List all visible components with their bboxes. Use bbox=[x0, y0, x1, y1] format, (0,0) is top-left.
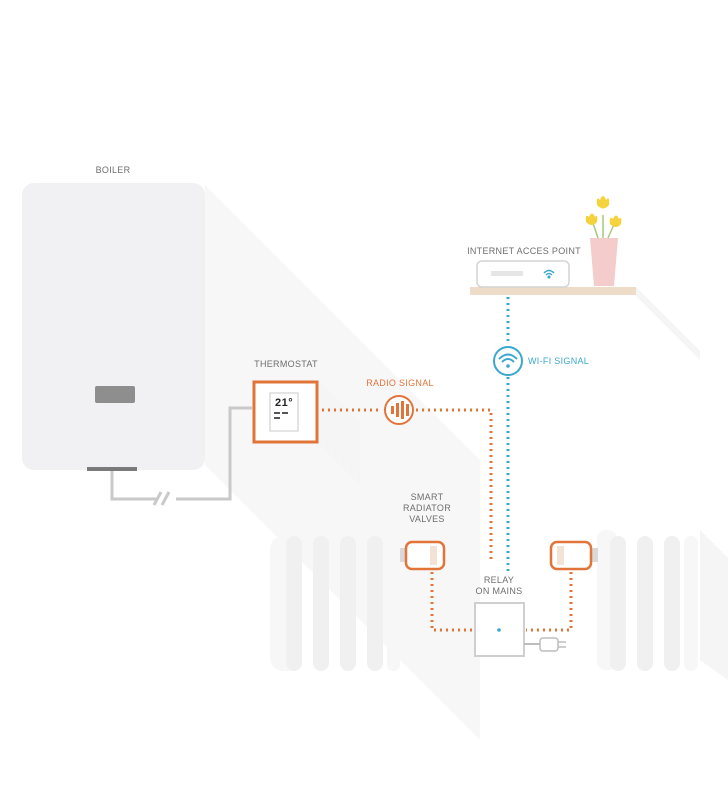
smart-valves-line1: SMART bbox=[410, 492, 444, 502]
boiler-thermostat-pipe bbox=[110, 406, 252, 506]
thermostat-label: THERMOSTAT bbox=[254, 359, 318, 369]
boiler bbox=[22, 183, 205, 471]
tulip-icon bbox=[596, 196, 610, 209]
radiator-left bbox=[270, 536, 400, 671]
radio-signal-line bbox=[322, 408, 493, 560]
boiler-label: BOILER bbox=[95, 165, 131, 175]
tulip-icon bbox=[609, 215, 622, 227]
smart-radiator-valve-right[interactable] bbox=[549, 540, 598, 571]
thermostat-shadow bbox=[318, 380, 360, 485]
radiator-right bbox=[597, 530, 698, 671]
smart-radiator-valve-left[interactable] bbox=[400, 540, 446, 571]
relay-line2: ON MAINS bbox=[475, 586, 523, 596]
flower-pot bbox=[585, 196, 622, 286]
radio-signal-label: RADIO SIGNAL bbox=[366, 378, 434, 388]
relay-line1: RELAY bbox=[483, 575, 515, 585]
thermostat-display-value: 21° bbox=[275, 397, 294, 409]
router-wifi-icon bbox=[543, 269, 555, 279]
shelf bbox=[470, 287, 636, 295]
smart-valves-line3: VALVES bbox=[409, 514, 445, 524]
internet-access-point-label: INTERNET ACCES POINT bbox=[467, 246, 581, 256]
radio-signal-icon bbox=[384, 395, 414, 425]
plug-icon bbox=[524, 637, 566, 652]
internet-access-point bbox=[470, 260, 636, 295]
valve-relay-lines bbox=[430, 572, 573, 632]
smart-radiator-valves-label: SMART RADIATOR VALVES bbox=[392, 492, 462, 525]
thermostat[interactable] bbox=[252, 380, 319, 444]
boiler-display-icon bbox=[95, 386, 135, 403]
pot bbox=[590, 238, 618, 286]
wifi-signal-icon bbox=[493, 346, 523, 376]
tulip-icon bbox=[585, 213, 598, 225]
smart-valves-line2: RADIATOR bbox=[402, 503, 452, 513]
relay-label: RELAY ON MAINS bbox=[462, 575, 536, 597]
wifi-signal-label: WI-FI SIGNAL bbox=[528, 356, 590, 366]
radiator-right-shadow bbox=[700, 530, 728, 680]
boiler-outlet bbox=[87, 467, 137, 471]
shelf-shadow bbox=[636, 287, 700, 360]
relay-on-mains[interactable] bbox=[474, 602, 525, 657]
